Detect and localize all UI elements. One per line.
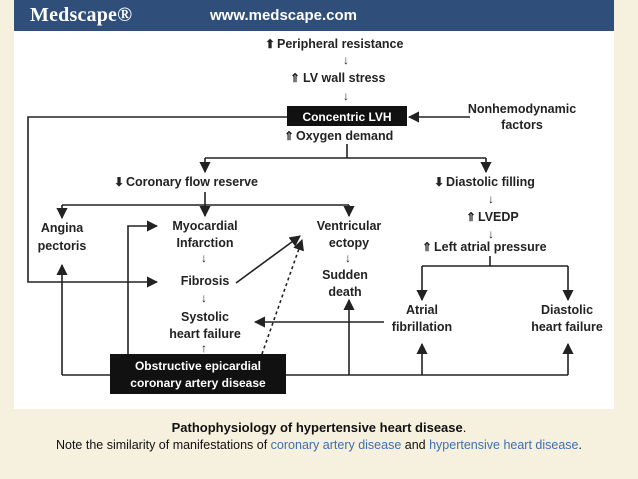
caption-title: Pathophysiology of hypertensive heart di… bbox=[171, 420, 467, 435]
down-arrow-icon: ↓ bbox=[345, 251, 351, 265]
up-arrow-icon: ↑ bbox=[201, 341, 207, 355]
svg-text:Myocardial: Myocardial bbox=[172, 219, 237, 233]
svg-text:factors: factors bbox=[501, 118, 543, 132]
node-ventricular-ectopy: Ventricular ectopy bbox=[317, 219, 382, 250]
svg-text:LV wall stress: LV wall stress bbox=[303, 71, 385, 85]
svg-text:Oxygen demand: Oxygen demand bbox=[296, 129, 393, 143]
node-concentric-lvh: Concentric LVH bbox=[287, 106, 407, 126]
svg-text:Infarction: Infarction bbox=[177, 236, 234, 250]
node-obstructive-cad: Obstructive epicardial coronary artery d… bbox=[110, 354, 286, 394]
svg-text:Sudden: Sudden bbox=[322, 268, 368, 282]
svg-text:Atrial: Atrial bbox=[406, 303, 438, 317]
node-atrial-fibrillation: Atrial fibrillation bbox=[392, 303, 452, 334]
svg-text:heart failure: heart failure bbox=[531, 320, 603, 334]
svg-text:Angina: Angina bbox=[41, 221, 84, 235]
node-peripheral-resistance: ⬆ Peripheral resistance bbox=[265, 37, 404, 51]
coronary-artery-disease-link: coronary artery disease bbox=[270, 438, 402, 452]
svg-text:pectoris: pectoris bbox=[38, 239, 87, 253]
hypertensive-heart-disease-link: hypertensive heart disease bbox=[429, 438, 579, 452]
down-arrow-icon: ↓ bbox=[343, 53, 349, 67]
node-nonhemodynamic-factors: Nonhemodynamic factors bbox=[468, 102, 576, 132]
svg-text:LVEDP: LVEDP bbox=[478, 210, 519, 224]
up-arrow-icon: ⇑ bbox=[284, 129, 294, 143]
svg-text:coronary artery disease: coronary artery disease bbox=[130, 376, 266, 390]
up-arrow-icon: ⇑ bbox=[422, 240, 432, 254]
down-arrow-icon: ↓ bbox=[201, 251, 207, 265]
medscape-logo: Medscape® bbox=[30, 4, 133, 26]
svg-text:Nonhemodynamic: Nonhemodynamic bbox=[468, 102, 576, 116]
down-arrow-icon: ⬇ bbox=[114, 175, 124, 189]
node-myocardial-infarction: Myocardial Infarction bbox=[172, 219, 237, 250]
svg-text:Diastolic filling: Diastolic filling bbox=[446, 175, 535, 189]
diagram-panel bbox=[14, 31, 614, 409]
node-left-atrial-pressure: ⇑ Left atrial pressure bbox=[422, 240, 547, 254]
down-arrow-icon: ↓ bbox=[343, 89, 349, 103]
up-arrow-icon: ⇑ bbox=[290, 71, 300, 85]
down-arrow-icon: ↓ bbox=[488, 227, 494, 241]
figure-caption: Pathophysiology of hypertensive heart di… bbox=[0, 410, 638, 452]
node-diastolic-filling: ⬇ Diastolic filling bbox=[434, 175, 535, 189]
svg-text:Concentric LVH: Concentric LVH bbox=[302, 110, 391, 124]
svg-text:Fibrosis: Fibrosis bbox=[181, 274, 230, 288]
svg-text:fibrillation: fibrillation bbox=[392, 320, 452, 334]
up-arrow-icon: ⬆ bbox=[265, 37, 275, 51]
node-diastolic-heart-failure: Diastolic heart failure bbox=[531, 303, 603, 334]
svg-text:heart failure: heart failure bbox=[169, 327, 241, 341]
svg-text:Ventricular: Ventricular bbox=[317, 219, 382, 233]
pathophysiology-flowchart: ⬆ Peripheral resistance ↓ ⇑ LV wall stre… bbox=[27, 37, 603, 394]
down-arrow-icon: ↓ bbox=[201, 291, 207, 305]
node-lvedp: ⇑ LVEDP bbox=[466, 210, 519, 224]
node-sudden-death: Sudden death bbox=[322, 268, 368, 299]
node-systolic-heart-failure: Systolic heart failure bbox=[169, 310, 241, 341]
svg-text:Obstructive epicardial: Obstructive epicardial bbox=[135, 359, 261, 373]
node-fibrosis: Fibrosis bbox=[181, 274, 230, 288]
svg-text:Diastolic: Diastolic bbox=[541, 303, 593, 317]
svg-text:Coronary flow reserve: Coronary flow reserve bbox=[126, 175, 258, 189]
svg-text:ectopy: ectopy bbox=[329, 236, 369, 250]
down-arrow-icon: ↓ bbox=[488, 192, 494, 206]
node-coronary-flow-reserve: ⬇ Coronary flow reserve bbox=[114, 175, 258, 189]
node-lv-wall-stress: ⇑ LV wall stress bbox=[290, 71, 385, 85]
node-angina-pectoris: Angina pectoris bbox=[38, 221, 87, 253]
svg-text:death: death bbox=[328, 285, 361, 299]
caption-note: Note the similarity of manifestations of… bbox=[55, 438, 582, 452]
node-oxygen-demand: ⇑ Oxygen demand bbox=[284, 129, 393, 143]
up-arrow-icon: ⇑ bbox=[466, 210, 476, 224]
svg-text:Peripheral resistance: Peripheral resistance bbox=[277, 37, 404, 51]
flow-connectors bbox=[27, 111, 574, 376]
down-arrow-icon: ⬇ bbox=[434, 175, 444, 189]
header-bar: Medscape® www.medscape.com bbox=[14, 0, 614, 31]
svg-text:Systolic: Systolic bbox=[181, 310, 229, 324]
svg-text:Left atrial pressure: Left atrial pressure bbox=[434, 240, 547, 254]
site-url[interactable]: www.medscape.com bbox=[210, 7, 357, 24]
